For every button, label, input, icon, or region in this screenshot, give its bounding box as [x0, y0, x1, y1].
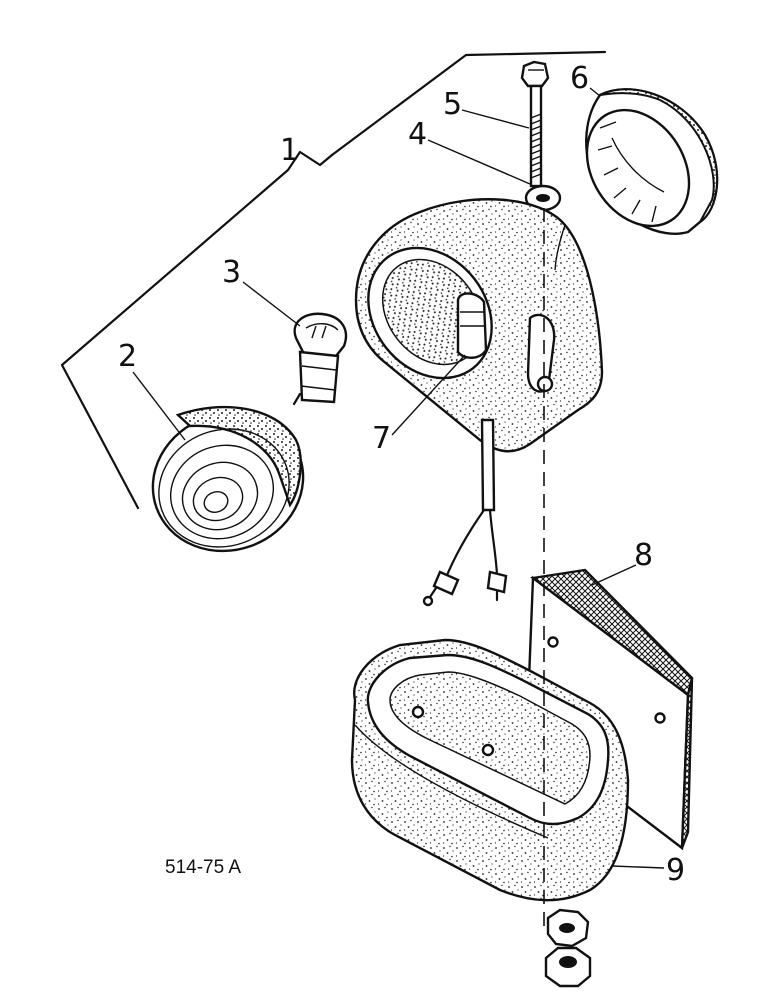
bolt-part [520, 60, 550, 188]
bulb-part [292, 312, 348, 406]
nut-part-upper [546, 908, 590, 948]
callout-9: 9 [666, 853, 685, 888]
gasket-part [525, 568, 694, 851]
callout-8: 8 [634, 538, 653, 573]
callout-5: 5 [443, 87, 462, 122]
lamp-housing [354, 198, 604, 453]
wiring-harness [422, 418, 508, 607]
nut-part-lower [544, 946, 592, 988]
callout-4: 4 [408, 117, 427, 152]
callout-3: 3 [222, 255, 241, 290]
callout-1: 1 [280, 133, 299, 168]
callout-7: 7 [372, 421, 391, 456]
lens-ring-part [585, 88, 719, 235]
figure-reference-code: 514-75 A [165, 857, 241, 878]
base-part [350, 638, 630, 902]
callout-2: 2 [118, 339, 137, 374]
callout-6: 6 [570, 61, 589, 96]
lens-part [151, 405, 305, 553]
assembly-bracket [60, 50, 607, 510]
leader-lines [132, 87, 665, 869]
